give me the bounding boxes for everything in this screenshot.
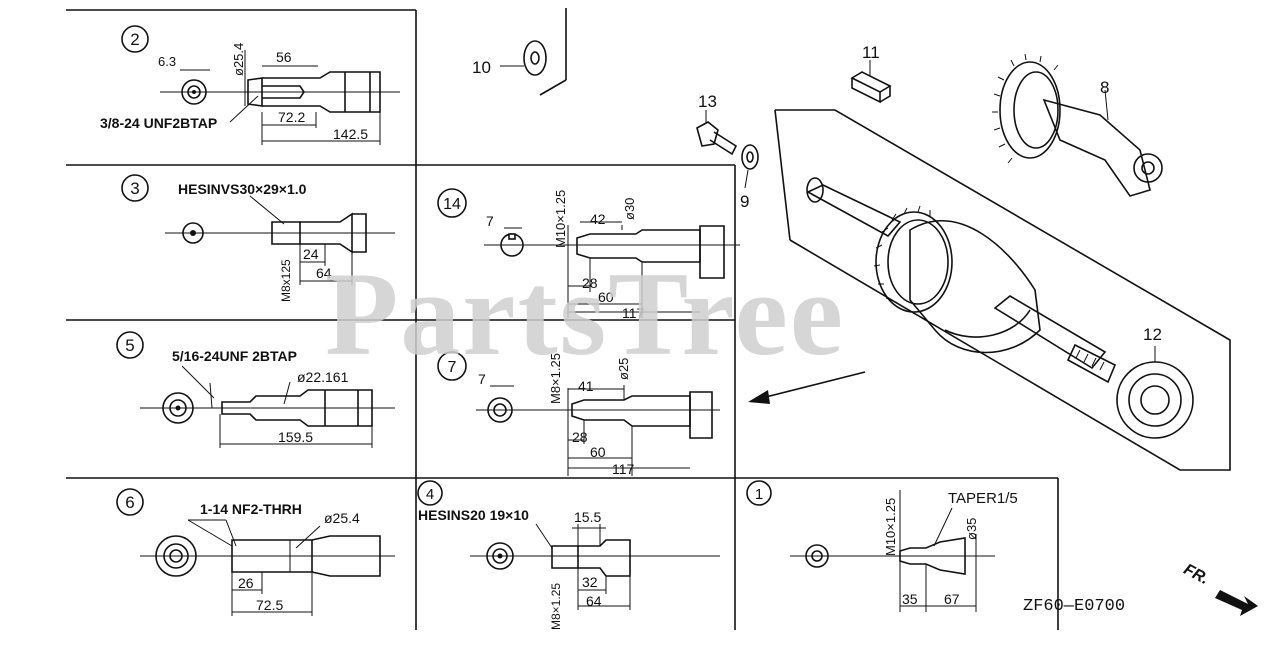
variant-7-dim-6: 60 — [590, 444, 606, 460]
variant-14-dim-3: 42 — [590, 211, 606, 227]
part-10-washer: 10 — [472, 40, 547, 77]
variant-14-dim-2: M10×1.25 — [553, 190, 568, 248]
front-direction-arrow — [1215, 590, 1258, 616]
variant-6-spec: 1-14 NF2-THRH — [200, 501, 302, 517]
variant-7-dim-3: 41 — [578, 378, 594, 394]
variant-6-number: 6 — [125, 493, 134, 512]
variant-6-dim-1: ø25.4 — [324, 510, 360, 526]
variant-3-spec: HESINVS30×29×1.0 — [178, 181, 307, 197]
part-9-washer: 9 — [740, 144, 759, 211]
part-8-crank-component: 8 — [992, 53, 1163, 197]
panel-grid — [66, 8, 1059, 630]
variant-3-dim-2: 24 — [303, 246, 319, 262]
variant-7-dim-2: M8×1.25 — [548, 353, 563, 404]
variant-14-dim-1: 7 — [486, 213, 494, 229]
variant-5-number: 5 — [125, 336, 134, 355]
variant-1-dim-4: 67 — [944, 591, 960, 607]
variant-14-dim-7: 117 — [622, 305, 645, 321]
part-10-label: 10 — [472, 58, 491, 77]
variant-5-dim-1: ø22.161 — [297, 369, 349, 385]
variant-1-number: 1 — [755, 486, 763, 503]
variant-14-drawing: 14 7 M10×1.25 42 ø30 28 60 117 — [437, 188, 740, 321]
variant-7-dim-1: 7 — [478, 371, 486, 387]
variant-6-dim-3: 72.5 — [256, 597, 283, 613]
variant-2-dim-5: 142.5 — [333, 126, 368, 142]
variant-2-drawing: 2 6.3 ø25.4 56 72.2 142.5 3/8-24 UNF2BTA… — [100, 25, 400, 145]
variant-5-drawing: 5 5/16-24UNF 2BTAP ø22.161 159.5 — [116, 331, 395, 448]
variant-5-dim-2: 159.5 — [278, 429, 313, 445]
variant-6-drawing: 6 1-14 NF2-THRH ø25.4 26 72.5 — [116, 488, 395, 616]
variant-14-number: 14 — [443, 196, 461, 213]
part-9-label: 9 — [740, 192, 749, 211]
variant-2-dim-1: 6.3 — [158, 54, 176, 69]
variant-4-number: 4 — [426, 486, 434, 503]
diagram-code: ZF60—E0700 — [1023, 597, 1126, 616]
variant-1-dim-1: M10×1.25 — [883, 498, 898, 556]
variant-3-drawing: 3 HESINVS30×29×1.0 M8x125 24 64 — [121, 174, 395, 302]
part-13-label: 13 — [698, 92, 717, 111]
variant-6-dim-2: 26 — [238, 575, 254, 591]
part-11-label: 11 — [862, 43, 880, 62]
part-12-label: 12 — [1143, 325, 1162, 344]
part-11-key: 11 — [850, 43, 892, 104]
variant-4-dim-2: M8×1.25 — [549, 583, 563, 630]
variant-7-drawing: 7 7 M8×1.25 41 ø25 28 60 117 — [437, 351, 720, 477]
variant-4-dim-1: 15.5 — [574, 509, 601, 525]
variant-4-dim-3: 32 — [582, 574, 598, 590]
variant-1-spec: TAPER1/5 — [948, 490, 1018, 507]
variant-2-dim-4: 72.2 — [278, 109, 305, 125]
variant-2-number: 2 — [130, 30, 139, 49]
variant-7-dim-5: 28 — [572, 429, 588, 445]
variant-4-drawing: 4 HESINS20 19×10 15.5 M8×1.25 32 64 — [417, 480, 720, 630]
variant-14-dim-4: ø30 — [622, 198, 637, 220]
variant-2-spec: 3/8-24 UNF2BTAP — [100, 115, 217, 131]
watermark: PartsTree — [325, 247, 845, 380]
variant-7-dim-7: 117 — [612, 461, 635, 477]
variant-4-dim-4: 64 — [586, 593, 602, 609]
variant-1-drawing: 1 M10×1.25 TAPER1/5 ø35 35 67 — [746, 480, 1018, 612]
variant-7-dim-4: ø25 — [616, 358, 631, 380]
variant-14-dim-6: 60 — [598, 289, 614, 305]
variant-1-dim-2: ø35 — [964, 518, 979, 540]
variant-4-spec: HESINS20 19×10 — [418, 507, 529, 523]
part-13-bolt: 13 — [696, 92, 738, 156]
variant-5-spec: 5/16-24UNF 2BTAP — [172, 348, 297, 364]
part-8-label: 8 — [1100, 78, 1109, 97]
variant-2-dim-2: ø25.4 — [231, 43, 246, 76]
variant-3-number: 3 — [130, 179, 139, 198]
crankshaft-assembly: 12 — [748, 109, 1231, 471]
variant-1-dim-3: 35 — [902, 591, 918, 607]
variant-3-dim-1: M8x125 — [279, 259, 293, 302]
variant-7-number: 7 — [448, 359, 457, 376]
variant-14-dim-5: 28 — [582, 275, 598, 291]
variant-3-dim-3: 64 — [316, 265, 332, 281]
variant-2-dim-3: 56 — [276, 49, 292, 65]
